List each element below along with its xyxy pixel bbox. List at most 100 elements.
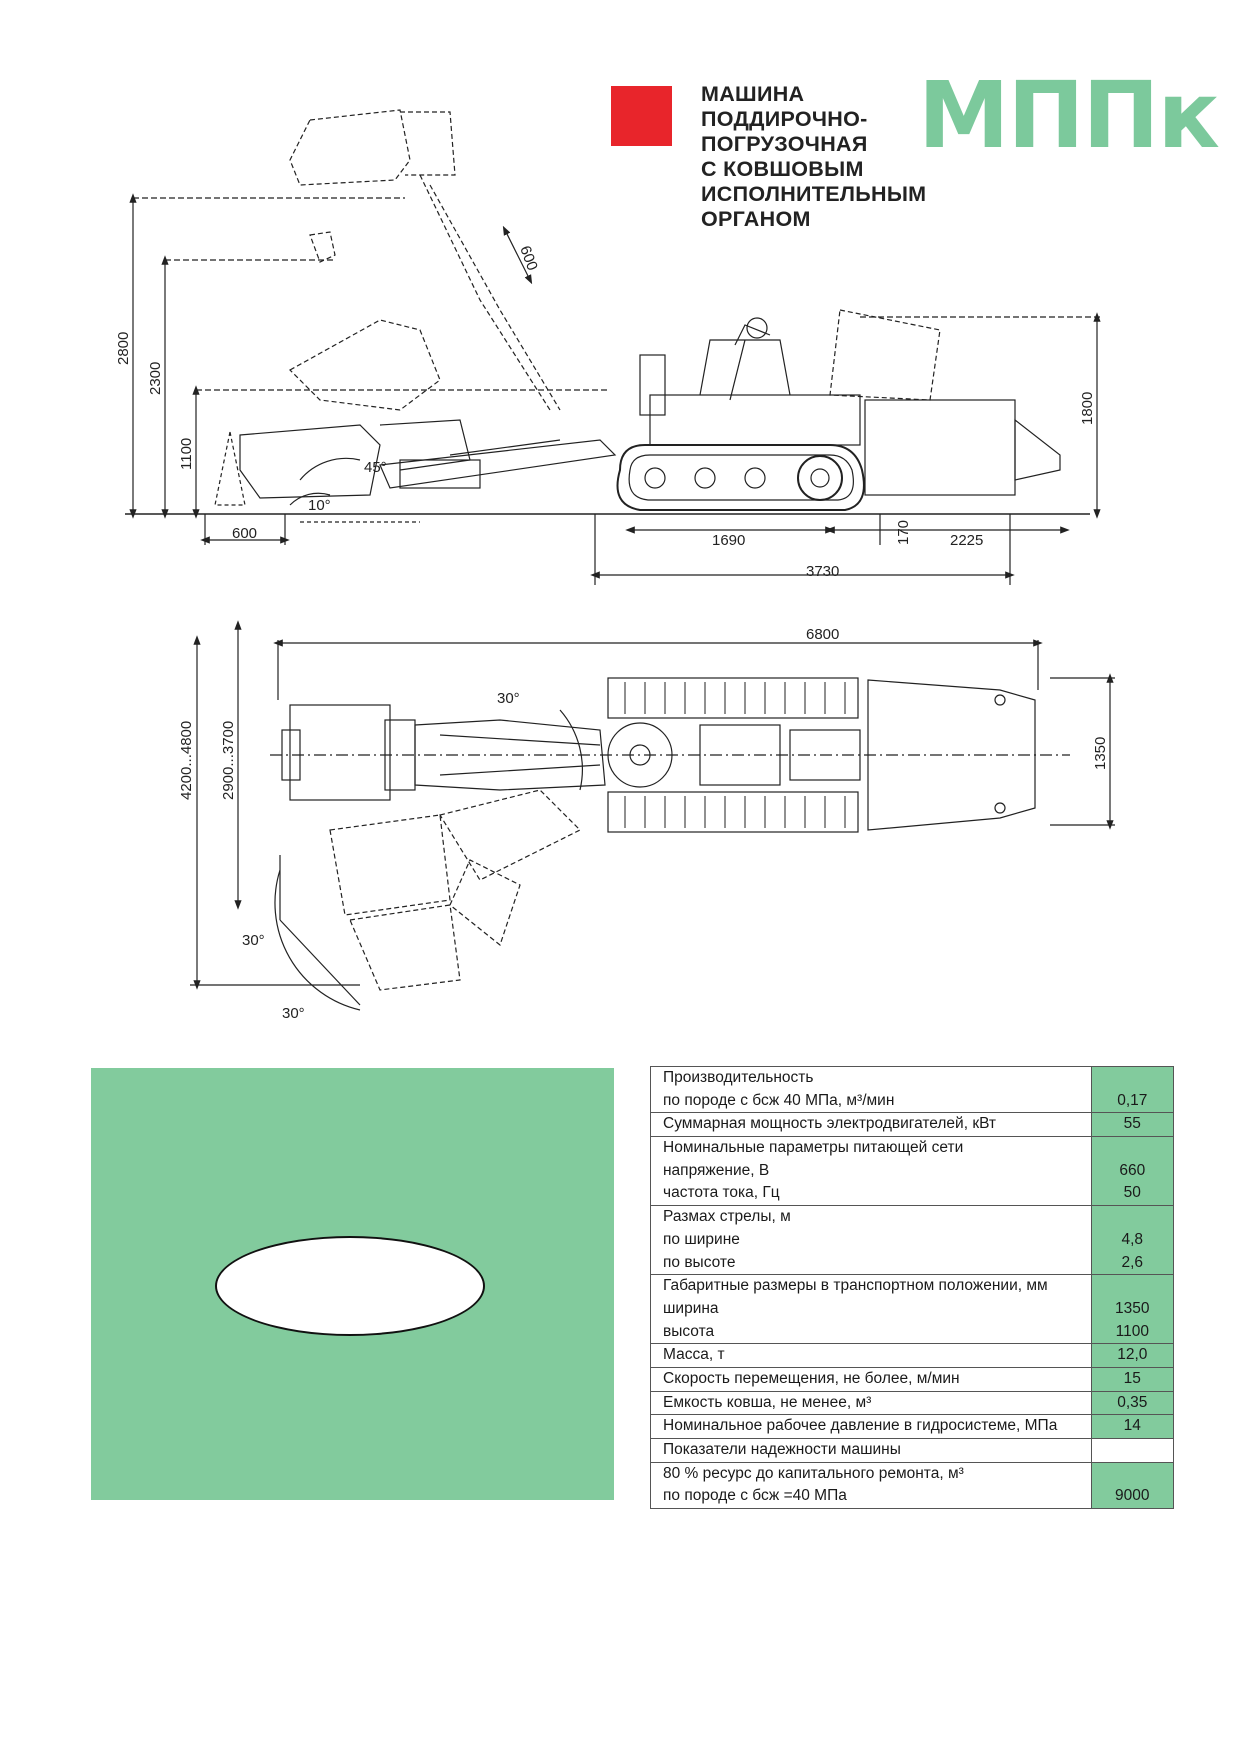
spec-row: Номинальные параметры питающей сети напря… bbox=[650, 1136, 1175, 1207]
side-view-drawing bbox=[125, 109, 1101, 585]
spec-label-line: Суммарная мощность электродвигателей, кВ… bbox=[663, 1115, 997, 1133]
spec-value-line: 14 bbox=[1123, 1417, 1141, 1435]
spec-value: 0,17 bbox=[1090, 1065, 1175, 1114]
spec-row: Масса, т 12,0 bbox=[650, 1343, 1175, 1368]
spec-label: Емкость ковша, не менее, м³ bbox=[650, 1390, 1092, 1416]
spec-label-line: по породе с бсж =40 МПа bbox=[663, 1487, 847, 1505]
spec-value-line: 0,35 bbox=[1117, 1393, 1148, 1411]
machine-title: МАШИНА ПОДДИРОЧНО- ПОГРУЗОЧНАЯ С КОВШОВЫ… bbox=[701, 82, 926, 232]
spec-value-line bbox=[1092, 1206, 1173, 1229]
spec-row: Габаритные размеры в транспортном положе… bbox=[650, 1274, 1175, 1345]
spec-label-line: частота тока, Гц bbox=[663, 1184, 780, 1202]
spec-label: Габаритные размеры в транспортном положе… bbox=[650, 1274, 1092, 1345]
spec-label-line: Размах стрелы, м bbox=[663, 1208, 791, 1226]
spec-label: Номинальные параметры питающей сети напря… bbox=[650, 1136, 1092, 1207]
spec-value: 55 bbox=[1090, 1112, 1175, 1138]
dim-30-angle-bottom: 30° bbox=[282, 1005, 305, 1022]
spec-value-line: 0,17 bbox=[1117, 1091, 1148, 1109]
spec-row: Показатели надежности машины bbox=[650, 1438, 1175, 1463]
dim-30-angle-top: 30° bbox=[497, 690, 520, 707]
dim-2300: 2300 bbox=[147, 362, 164, 395]
dim-45-angle: 45° bbox=[364, 459, 387, 476]
spec-row: Емкость ковша, не менее, м³ 0,35 bbox=[650, 1390, 1175, 1416]
red-accent-square bbox=[611, 86, 672, 146]
dim-1350: 1350 bbox=[1092, 737, 1109, 770]
spec-label-line: по породе с бсж 40 МПа, м³/мин bbox=[663, 1091, 895, 1109]
spec-label: 80 % ресурс до капитального ремонта, м³ п… bbox=[650, 1461, 1092, 1510]
title-line: ПОДДИРОЧНО- bbox=[701, 107, 868, 131]
spec-value: 9000 bbox=[1090, 1461, 1175, 1510]
spec-value: 1350 1100 bbox=[1090, 1274, 1175, 1345]
dim-6800: 6800 bbox=[806, 626, 839, 643]
spec-value-line bbox=[1092, 1463, 1173, 1486]
logo-oval bbox=[215, 1236, 485, 1336]
technical-drawing: 2800 2300 1100 1800 600 45° 10° 600 1690… bbox=[115, 109, 1115, 1022]
spec-label-line: 80 % ресурс до капитального ремонта, м³ bbox=[663, 1464, 964, 1482]
dim-600-boom: 600 bbox=[516, 244, 541, 273]
spec-label-line: Скорость перемещения, не более, м/мин bbox=[663, 1369, 960, 1387]
title-line: ОРГАНОМ bbox=[701, 207, 811, 231]
spec-label: Номинальное рабочее давление в гидросист… bbox=[650, 1414, 1092, 1439]
spec-label: Скорость перемещения, не более, м/мин bbox=[650, 1366, 1092, 1392]
spec-label-line: Емкость ковша, не менее, м³ bbox=[663, 1393, 872, 1411]
spec-value-line: 50 bbox=[1123, 1184, 1141, 1202]
title-line: МАШИНА bbox=[701, 82, 805, 106]
spec-value-line: 2,6 bbox=[1121, 1253, 1144, 1271]
spec-row: Скорость перемещения, не более, м/мин 15 bbox=[650, 1366, 1175, 1392]
title-line: ПОГРУЗОЧНАЯ bbox=[701, 132, 868, 156]
spec-value: 0,35 bbox=[1090, 1390, 1175, 1416]
top-view-drawing bbox=[190, 620, 1115, 1011]
spec-label-line: по ширине bbox=[663, 1230, 740, 1248]
spec-label: Размах стрелы, м по ширине по высоте bbox=[650, 1205, 1092, 1276]
spec-value-line bbox=[1092, 1275, 1173, 1298]
spec-value-line: 9000 bbox=[1115, 1487, 1150, 1505]
spec-value: 14 bbox=[1090, 1414, 1175, 1439]
spec-value: 15 bbox=[1090, 1366, 1175, 1392]
spec-value-line: 660 bbox=[1119, 1161, 1146, 1179]
spec-label-line: Масса, т bbox=[663, 1346, 725, 1364]
title-line: С КОВШОВЫМ bbox=[701, 157, 864, 181]
spec-row: 80 % ресурс до капитального ремонта, м³ п… bbox=[650, 1461, 1175, 1510]
spec-label-line: по высоте bbox=[663, 1253, 736, 1271]
spec-label-line: высота bbox=[663, 1322, 715, 1340]
spec-label: Показатели надежности машины bbox=[650, 1438, 1092, 1463]
green-photo-panel bbox=[91, 1068, 614, 1500]
dim-30-angle-left: 30° bbox=[242, 932, 265, 949]
dim-4200-4800: 4200...4800 bbox=[178, 721, 195, 800]
spec-label-line: Показатели надежности машины bbox=[663, 1441, 901, 1458]
spec-label: Масса, т bbox=[650, 1343, 1092, 1368]
spec-value-line: 12,0 bbox=[1117, 1346, 1148, 1364]
spec-value-line bbox=[1092, 1067, 1173, 1090]
spec-value-line bbox=[1092, 1137, 1173, 1160]
spec-value: 12,0 bbox=[1090, 1343, 1175, 1368]
spec-value-line: 55 bbox=[1123, 1115, 1141, 1133]
dim-1100: 1100 bbox=[178, 438, 195, 470]
spec-label: Суммарная мощность электродвигателей, кВ… bbox=[650, 1112, 1092, 1138]
spec-label-line: Габаритные размеры в транспортном положе… bbox=[663, 1277, 1048, 1295]
spec-label-line: Номинальные параметры питающей сети bbox=[663, 1139, 964, 1157]
brand-model-code: МППк bbox=[918, 62, 1220, 169]
dim-2800: 2800 bbox=[115, 332, 132, 365]
dim-600-front: 600 bbox=[232, 525, 257, 542]
spec-label-line: Номинальное рабочее давление в гидросист… bbox=[663, 1417, 1058, 1435]
spec-value-line: 1100 bbox=[1115, 1322, 1149, 1340]
spec-value-line bbox=[1092, 1439, 1173, 1462]
dim-1690: 1690 bbox=[712, 532, 745, 549]
spec-value-line: 15 bbox=[1123, 1369, 1141, 1387]
spec-label-line: напряжение, В bbox=[663, 1161, 770, 1179]
dim-170: 170 bbox=[895, 520, 912, 545]
dim-1800: 1800 bbox=[1079, 392, 1096, 425]
dim-10-angle: 10° bbox=[308, 497, 331, 514]
dim-2225: 2225 bbox=[950, 532, 983, 549]
spec-value bbox=[1090, 1438, 1175, 1463]
dim-3730: 3730 bbox=[806, 563, 839, 580]
spec-value-line: 1350 bbox=[1115, 1299, 1150, 1317]
spec-label-line: ширина bbox=[663, 1299, 719, 1317]
spec-value-line: 4,8 bbox=[1121, 1230, 1144, 1248]
